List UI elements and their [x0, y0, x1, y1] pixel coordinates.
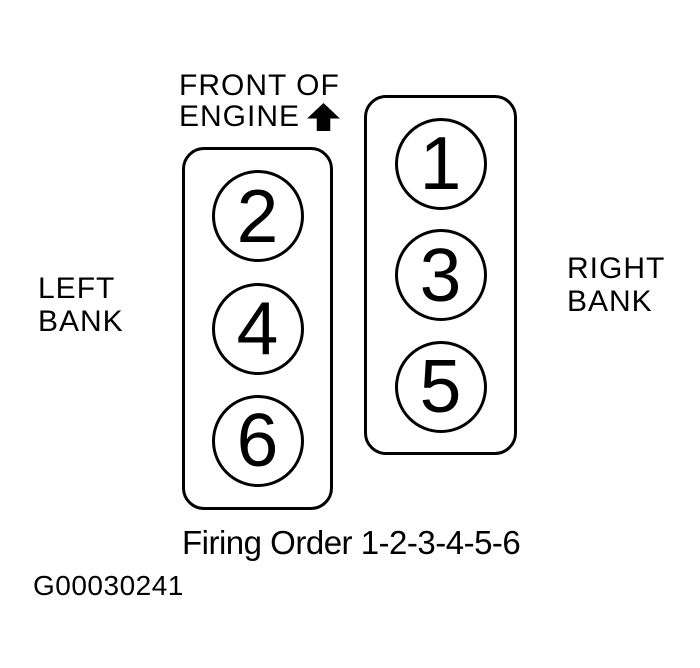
cylinder-6-number: 6 [236, 398, 279, 483]
up-arrow-icon [307, 102, 340, 131]
cylinder-1: 1 [394, 117, 487, 210]
right-bank-box: 1 3 5 [364, 95, 517, 455]
left-bank-label-line2: BANK [38, 305, 124, 338]
cylinder-3-number: 3 [419, 232, 462, 317]
front-of-engine-line1: FRONT OF [179, 69, 340, 102]
front-of-engine-line2-text: ENGINE [179, 100, 301, 133]
figure-id: G00030241 [33, 570, 184, 601]
right-bank-label: RIGHT BANK [567, 252, 665, 318]
cylinder-3: 3 [394, 229, 487, 321]
cylinder-5-number: 5 [419, 344, 462, 428]
cylinder-2-number: 2 [236, 173, 279, 258]
cylinder-5: 5 [394, 340, 487, 433]
firing-order-caption: Firing Order 1-2-3-4-5-6 [182, 524, 521, 561]
left-bank-label-line1: LEFT [38, 272, 116, 305]
cylinder-4: 4 [211, 282, 304, 375]
cylinder-1-number: 1 [419, 121, 462, 205]
front-of-engine-label: FRONT OF ENGINE [179, 70, 340, 132]
left-bank-label: LEFT BANK [38, 272, 124, 338]
right-bank-label-line2: BANK [567, 285, 653, 318]
right-bank-label-line1: RIGHT [567, 252, 666, 285]
cylinder-6: 6 [211, 394, 304, 487]
front-of-engine-line2: ENGINE [179, 101, 340, 132]
cylinder-4-number: 4 [236, 286, 279, 370]
cylinder-2: 2 [211, 170, 304, 263]
left-bank-box: 2 4 6 [182, 147, 333, 510]
